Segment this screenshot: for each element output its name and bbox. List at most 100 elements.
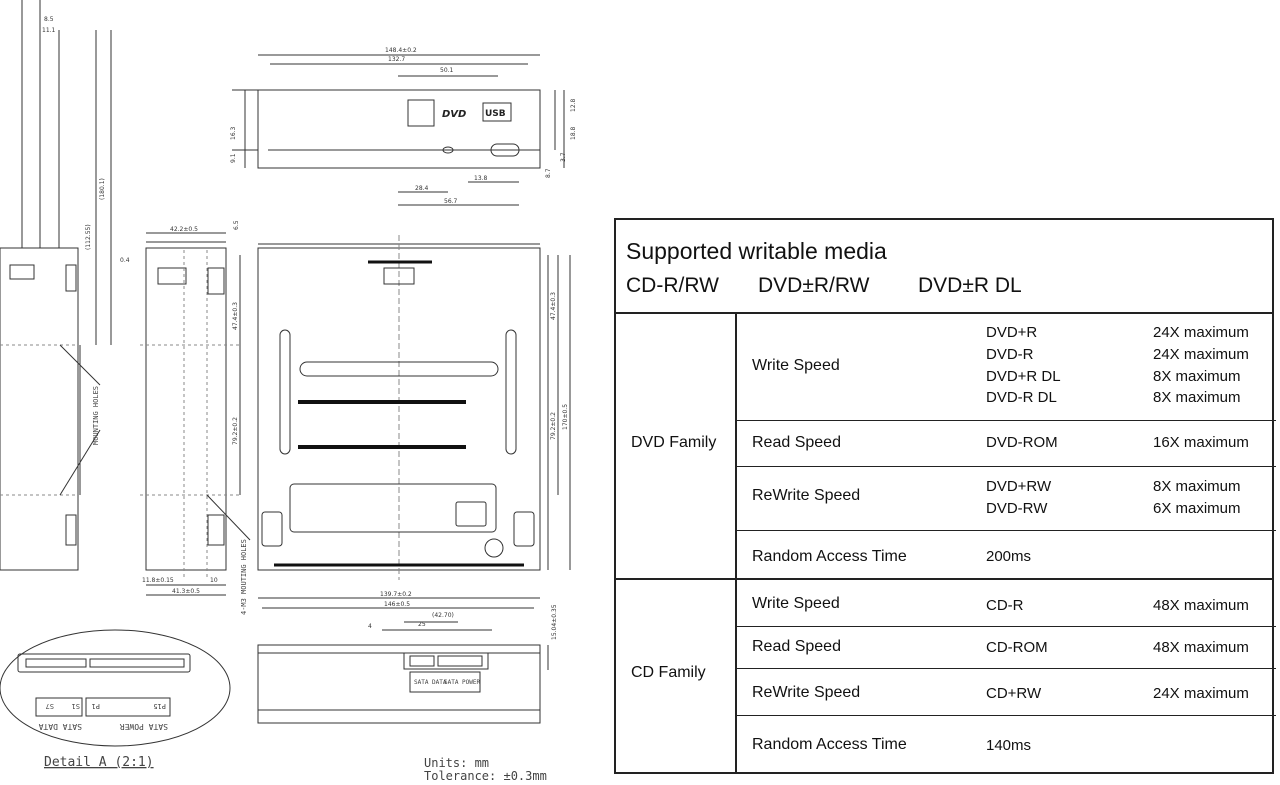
sata-power-label: SATA POWER bbox=[120, 722, 168, 731]
dim-25: 25 bbox=[418, 621, 426, 628]
dim-6-5: 6.5 bbox=[233, 220, 240, 230]
sata-data-label: SATA DATA bbox=[38, 722, 82, 731]
dvd-write-media-2: DVD-R bbox=[986, 346, 1034, 363]
col-divider bbox=[735, 312, 737, 774]
dim-8-5: 8.5 bbox=[44, 16, 54, 23]
dim-11-1: 11.1 bbox=[42, 27, 56, 34]
dvd-family-label: DVD Family bbox=[631, 434, 717, 451]
tolerance-note: Tolerance: ±0.3mm bbox=[424, 769, 547, 783]
dvd-rewrite-media-1: DVD+RW bbox=[986, 478, 1052, 495]
dvd-write-speed-3: 8X maximum bbox=[1153, 368, 1241, 385]
left-side-view-partial bbox=[0, 0, 112, 571]
usb-logo: USB bbox=[485, 109, 506, 119]
dvd-write-media-1: DVD+R bbox=[986, 324, 1038, 341]
top-view bbox=[257, 235, 571, 609]
dim-146: 146±0.5 bbox=[384, 601, 410, 608]
row-divider bbox=[736, 626, 1276, 627]
row-divider bbox=[736, 715, 1276, 716]
dvd-write-speed-2: 24X maximum bbox=[1153, 346, 1249, 363]
dim-79-2-top: 79.2±0.2 bbox=[550, 412, 557, 440]
dvd-logo: DVD bbox=[442, 109, 466, 120]
row-divider bbox=[736, 466, 1276, 467]
dim-112-55: (112.55) bbox=[85, 224, 92, 250]
dim-139-7: 139.7±0.2 bbox=[380, 591, 412, 598]
mounting-holes-label: MOUNTING HOLES bbox=[92, 386, 100, 445]
dvd-write-speed-1: 24X maximum bbox=[1153, 324, 1249, 341]
cd-rewrite-media: CD+RW bbox=[986, 685, 1042, 702]
dim-3-7: 3.7 bbox=[560, 152, 567, 162]
dim-0-4: 0.4 bbox=[120, 257, 130, 264]
row-divider bbox=[736, 668, 1276, 669]
units-note: Units: mm bbox=[424, 756, 489, 770]
rear-connector-label-b: SATA POWER bbox=[444, 679, 481, 686]
cd-access-label: Random Access Time bbox=[752, 736, 907, 753]
dim-13-8: 13.8 bbox=[474, 175, 488, 182]
dvd-access-value: 200ms bbox=[986, 548, 1032, 565]
row-divider bbox=[736, 420, 1276, 421]
spec-table: Supported writable media CD-R/RW DVD±R/R… bbox=[614, 218, 1276, 774]
technical-drawing: 8.5 11.1 (180.1) (112.55) 0.4 42.2±0.5 6… bbox=[0, 0, 577, 783]
dim-47-4-top: 47.4±0.3 bbox=[550, 292, 557, 320]
dvd-write-label: Write Speed bbox=[752, 357, 840, 374]
side-view bbox=[140, 232, 251, 596]
pin-s1-label: S1 bbox=[72, 702, 80, 710]
dim-56-7: 56.7 bbox=[444, 198, 458, 205]
dim-11-8: 11.8±0.15 bbox=[142, 577, 174, 584]
detail-a-caption: Detail A (2:1) bbox=[44, 755, 154, 770]
dim-4: 4 bbox=[368, 623, 372, 630]
cd-write-media: CD-R bbox=[986, 597, 1024, 614]
dvd-rewrite-speed-1: 8X maximum bbox=[1153, 478, 1241, 495]
dim-42-2: 42.2±0.5 bbox=[170, 226, 198, 233]
dim-10: 10 bbox=[210, 577, 218, 584]
detail-a bbox=[0, 629, 231, 747]
front-view bbox=[232, 54, 565, 206]
dvd-access-label: Random Access Time bbox=[752, 548, 907, 565]
cd-access-value: 140ms bbox=[986, 737, 1032, 754]
dim-28-4: 28.4 bbox=[415, 185, 429, 192]
cd-write-speed: 48X maximum bbox=[1153, 597, 1249, 614]
dim-12-8: 12.8 bbox=[570, 98, 577, 112]
dim-50-1: 50.1 bbox=[440, 67, 454, 74]
pin-p15-label: P15 bbox=[153, 702, 166, 710]
dvd-read-speed: 16X maximum bbox=[1153, 434, 1249, 451]
dvd-rewrite-media-2: DVD-RW bbox=[986, 500, 1048, 517]
cd-read-speed: 48X maximum bbox=[1153, 639, 1249, 656]
dimension-labels: 8.5 11.1 (180.1) (112.55) 0.4 42.2±0.5 6… bbox=[38, 16, 577, 783]
dvd-write-media-4: DVD-R DL bbox=[986, 389, 1057, 406]
dim-79-2-side: 79.2±0.2 bbox=[232, 417, 239, 445]
dvd-write-speed-4: 8X maximum bbox=[1153, 389, 1241, 406]
cd-rewrite-label: ReWrite Speed bbox=[752, 684, 861, 701]
pin-p1-label: P1 bbox=[92, 702, 100, 710]
spec-header: Supported writable media CD-R/RW DVD±R/R… bbox=[616, 220, 1272, 314]
family-divider bbox=[616, 578, 1272, 580]
dim-18-8: 18.8 bbox=[570, 126, 577, 140]
cd-rewrite-speed: 24X maximum bbox=[1153, 685, 1249, 702]
dim-170: 170±0.5 bbox=[562, 404, 569, 430]
mounting-holes-label-2: 4-M3 MOUTING HOLES bbox=[240, 539, 248, 615]
dim-16-3: 16.3 bbox=[230, 126, 237, 140]
row-divider bbox=[736, 530, 1276, 531]
pin-s7-label: S7 bbox=[46, 702, 54, 710]
spec-title: Supported writable media bbox=[626, 238, 887, 264]
dvd-write-media-3: DVD+R DL bbox=[986, 368, 1061, 385]
dvd-read-media: DVD-ROM bbox=[986, 434, 1058, 451]
dvd-read-label: Read Speed bbox=[752, 434, 841, 451]
dvd-rewrite-label: ReWrite Speed bbox=[752, 487, 861, 504]
cd-read-media: CD-ROM bbox=[986, 639, 1048, 656]
dim-8-7: 8.7 bbox=[545, 168, 552, 178]
dim-9-1: 9.1 bbox=[230, 153, 237, 163]
dim-148-4: 148.4±0.2 bbox=[385, 47, 417, 54]
dvd-rewrite-speed-2: 6X maximum bbox=[1153, 500, 1241, 517]
dim-180-1: (180.1) bbox=[99, 178, 106, 200]
dim-15-04: 15.04±0.35 bbox=[551, 604, 558, 640]
rear-connector-label-a: SATA DATA bbox=[414, 679, 447, 686]
dim-42-70: (42.70) bbox=[432, 612, 454, 619]
cd-read-label: Read Speed bbox=[752, 638, 841, 655]
media-cd: CD-R/RW bbox=[626, 274, 719, 297]
cd-family-label: CD Family bbox=[631, 664, 706, 681]
media-dvd-dl: DVD±R DL bbox=[918, 274, 1022, 297]
rear-view bbox=[257, 621, 549, 724]
dim-41-3: 41.3±0.5 bbox=[172, 588, 200, 595]
media-dvd: DVD±R/RW bbox=[758, 274, 870, 297]
dim-132-7: 132.7 bbox=[388, 56, 405, 63]
